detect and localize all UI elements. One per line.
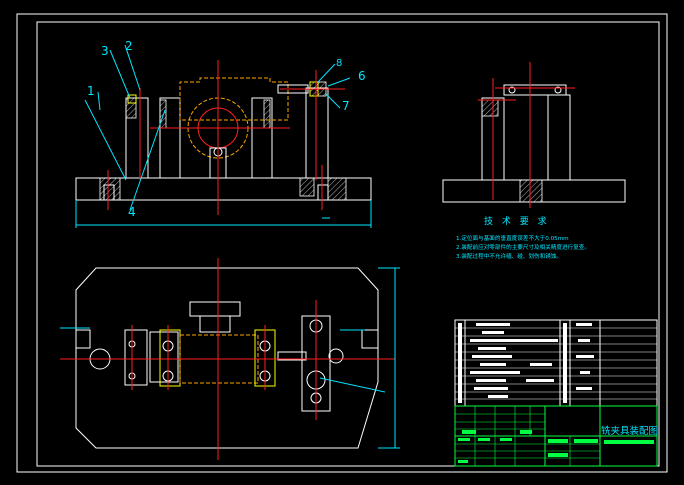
tech-req-item-1: 1.定位面与基面的垂直度误差不大于0.05mm <box>456 234 569 242</box>
left-support-block <box>125 97 149 179</box>
top-view-base <box>75 267 379 449</box>
tech-req-item-2: 2.装配前应对零部件的主要尺寸及相关精度进行复查。 <box>456 243 590 251</box>
part-label-4: 4 <box>128 205 136 219</box>
technical-requirements: 技 术 要 求 1.定位面与基面的垂直度误差不大于0.05mm 2.装配前应对零… <box>456 215 590 260</box>
top-view <box>60 258 400 460</box>
part-label-1: 1 <box>87 84 95 98</box>
title-block: 铣夹具装配图 <box>454 319 658 467</box>
front-view <box>75 44 372 228</box>
workpiece-outline <box>179 77 289 121</box>
drawing-title: 铣夹具装配图 <box>601 425 658 437</box>
outer-frame <box>16 13 668 473</box>
part-label-6: 6 <box>358 69 366 83</box>
part-label-2: 2 <box>125 39 133 53</box>
tech-req-title: 技 术 要 求 <box>484 215 550 227</box>
tech-req-item-3: 3.装配过程中不允许磕、碰、划伤和锈蚀。 <box>456 252 562 260</box>
part-number-labels: 1 2 3 4 6 7 8 <box>87 39 366 219</box>
part-label-3: 3 <box>101 44 109 58</box>
inner-frame <box>36 21 660 467</box>
side-view <box>442 62 626 208</box>
part-label-7: 7 <box>342 99 350 113</box>
right-support-block <box>305 87 329 179</box>
part-label-8: 8 <box>336 58 342 69</box>
